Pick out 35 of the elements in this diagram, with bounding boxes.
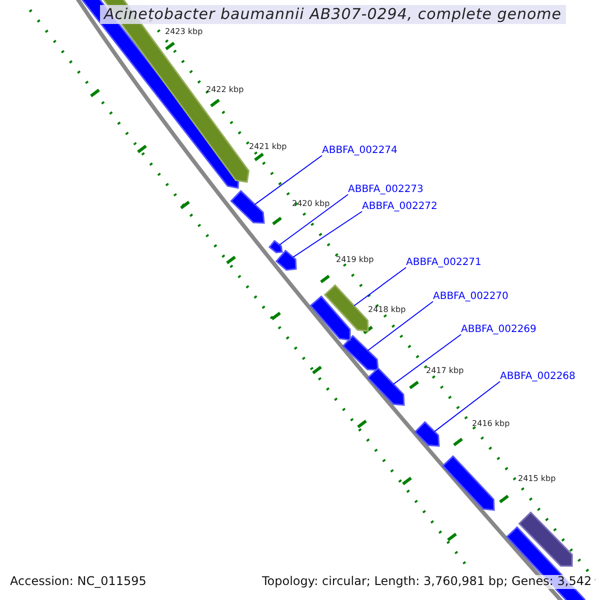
position-label: 2423 kbp <box>165 27 203 36</box>
leader-line <box>279 194 348 246</box>
gene-feature <box>366 367 405 406</box>
gene-feature <box>324 284 369 332</box>
footer-text: Accession: NC_011595 <box>8 575 148 589</box>
gene-feature <box>268 240 283 254</box>
gene-feature <box>310 295 351 341</box>
gene-label: ABBFA_002271 <box>406 257 482 268</box>
gene-feature <box>518 511 573 567</box>
position-label: 2419 kbp <box>336 255 374 264</box>
position-label: 2420 kbp <box>292 199 330 208</box>
gene-feature <box>442 455 495 511</box>
title: Acinetobacter baumannii AB307-0294, complete genome <box>100 5 566 24</box>
gene-label: ABBFA_002274 <box>322 145 398 156</box>
position-label: 2417 kbp <box>426 366 464 376</box>
leader-line <box>393 334 462 385</box>
position-label: 2422 kbp <box>206 85 244 94</box>
gene-feature <box>275 250 297 271</box>
gene-label: ABBFA_002270 <box>433 291 508 302</box>
position-label: 2416 kbp <box>472 419 510 428</box>
gene-label: ABBFA_002273 <box>348 184 424 196</box>
gene-feature <box>342 334 379 371</box>
leader-line <box>434 381 500 432</box>
gene-feature <box>230 190 265 224</box>
leader-line <box>367 301 434 351</box>
leader-line <box>354 267 406 306</box>
position-label: 2415 kbp <box>518 474 556 484</box>
leader-line <box>254 155 322 205</box>
gene-label: ABBFA_002268 <box>500 371 576 382</box>
position-label: 2418 kbp <box>368 305 406 314</box>
gene-label: ABBFA_002269 <box>461 324 536 336</box>
gene-label: ABBFA_002272 <box>362 201 438 212</box>
position-label: 2421 kbp <box>249 142 287 152</box>
leader-line <box>292 211 362 258</box>
gene-feature <box>414 420 440 447</box>
